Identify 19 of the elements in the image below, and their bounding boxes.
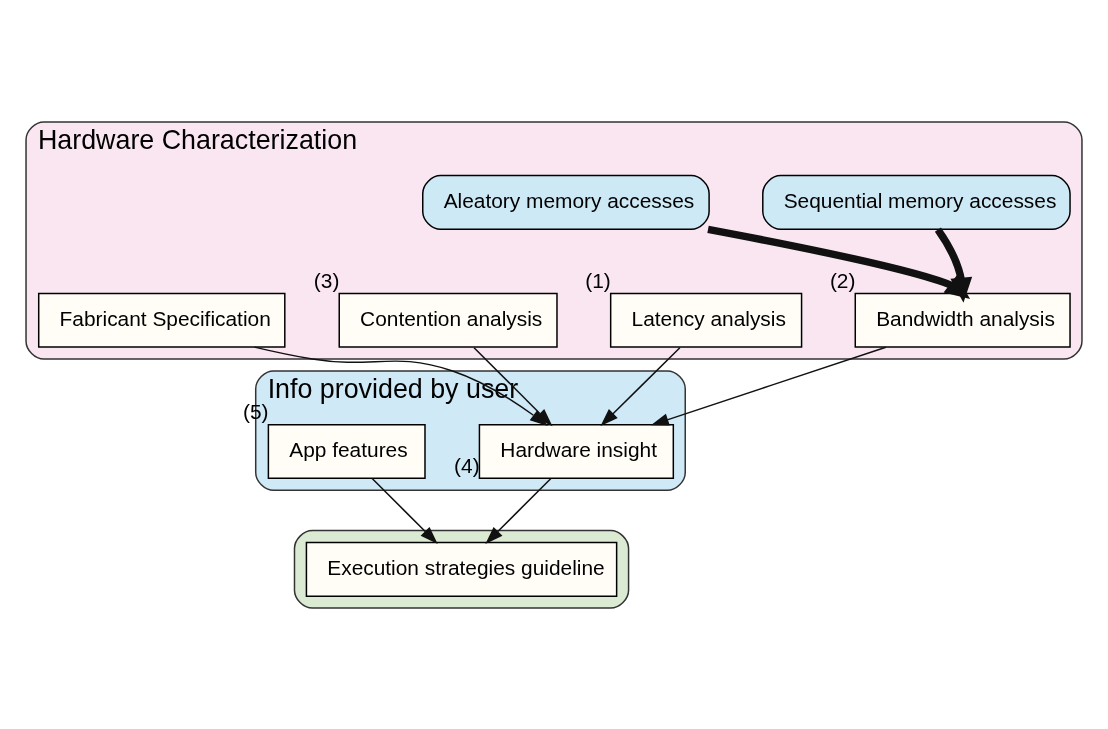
arrow <box>650 346 887 426</box>
node-box: Latency analysis <box>609 292 803 348</box>
node-label: (4) <box>454 453 480 477</box>
node-label: (1) <box>585 268 611 292</box>
arrow <box>707 225 971 299</box>
arrow <box>485 477 552 544</box>
node-box: Aleatory memory accesses <box>422 174 710 230</box>
cluster <box>293 529 630 609</box>
node-box: Bandwidth analysis <box>854 292 1071 348</box>
arrow <box>600 346 681 426</box>
node-label: (3) <box>313 268 340 292</box>
node-box: Execution strategies guideline <box>305 541 618 597</box>
node-box: Fabricant Specification <box>37 292 286 348</box>
node-box: Hardware insight <box>478 423 675 479</box>
node-box: Contention analysis <box>338 292 558 348</box>
arrow <box>371 477 438 544</box>
node-box: Sequential memory accesses <box>762 174 1071 230</box>
node-label: (2) <box>829 268 856 292</box>
node-box: App features <box>267 423 426 479</box>
